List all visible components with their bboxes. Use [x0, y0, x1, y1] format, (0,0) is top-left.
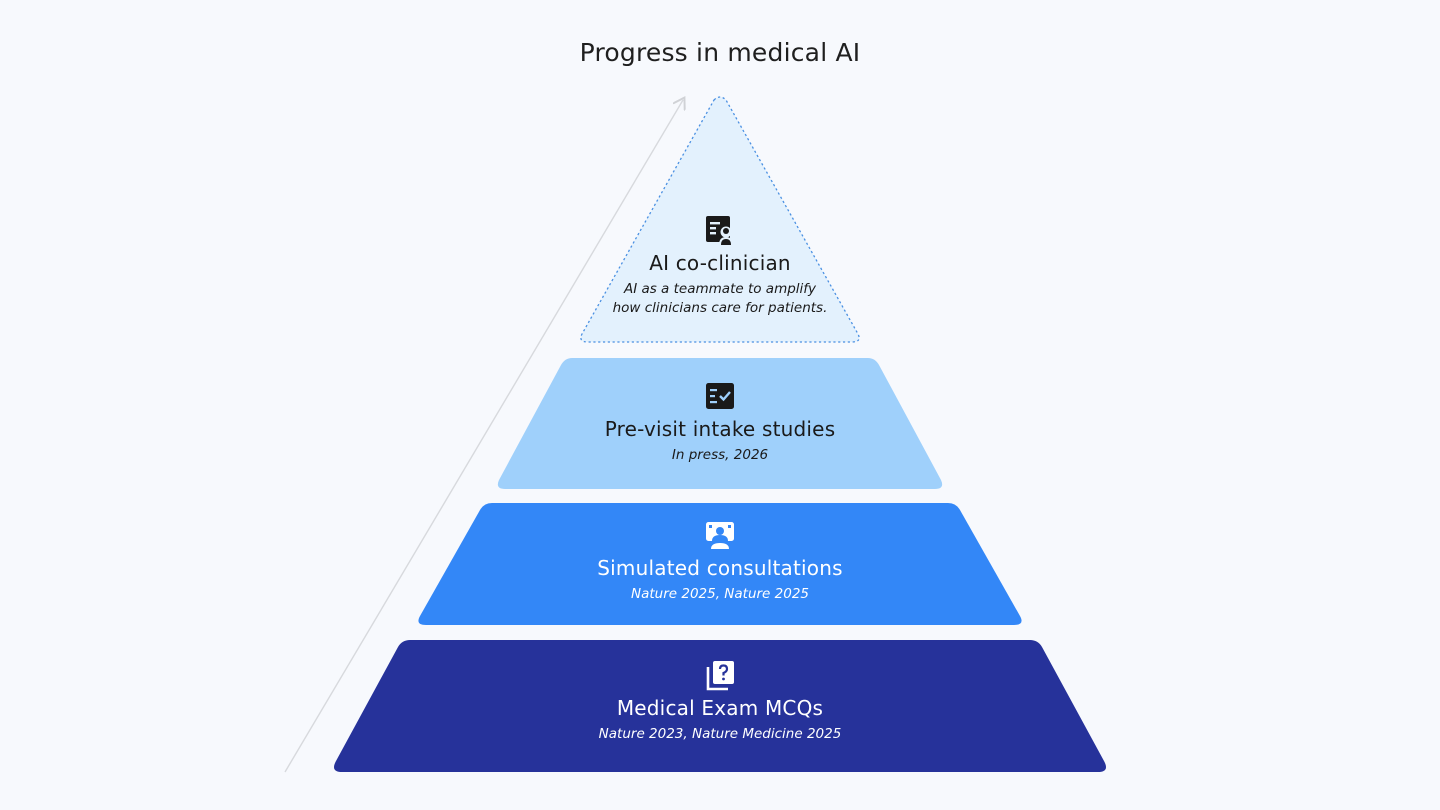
tier-title: Simulated consultations	[597, 556, 843, 580]
tier-subtitle: Nature 2023, Nature Medicine 2025	[320, 725, 1120, 744]
tier-subtitle-line: Nature 2025, Nature 2025	[630, 586, 810, 602]
tier-subtitle-line: In press, 2026	[671, 447, 769, 463]
tier-medical-exam-shape	[334, 640, 1106, 772]
tier-simulated-consultations: Simulated consultations Nature 2025, Nat…	[320, 519, 1120, 604]
tier-subtitle-line: AI as a teammate to amplify	[623, 281, 817, 297]
progress-arrow	[284, 100, 683, 773]
tier-pre-visit-shape	[497, 358, 943, 489]
tier-simulated-consultations-shape	[418, 503, 1022, 625]
tier-title: Medical Exam MCQs	[616, 696, 824, 720]
checklist-icon	[706, 383, 734, 409]
tier-subtitle-line: how clinicians care for patients.	[612, 300, 828, 316]
tier-pre-visit-intake: Pre-visit intake studies In press, 2026	[320, 380, 1120, 465]
tier-subtitle: In press, 2026	[320, 446, 1120, 465]
tier-title: Pre-visit intake studies	[604, 417, 836, 441]
tier-ai-co-clinician: AI co-clinician AI as a teammate to ampl…	[320, 214, 1120, 318]
clinician-document-icon	[706, 216, 733, 245]
question-cards-icon	[706, 661, 734, 691]
tier-subtitle: Nature 2025, Nature 2025	[320, 585, 1120, 604]
tier-subtitle-line: Nature 2023, Nature Medicine 2025	[598, 726, 842, 742]
video-consultation-icon	[706, 522, 734, 549]
diagram-title: Progress in medical AI	[579, 38, 861, 67]
tier-medical-exam-mcqs: Medical Exam MCQs Nature 2023, Nature Me…	[320, 659, 1120, 744]
tier-title: AI co-clinician	[649, 251, 791, 275]
tier-subtitle: AI as a teammate to amplify how clinicia…	[320, 280, 1120, 318]
